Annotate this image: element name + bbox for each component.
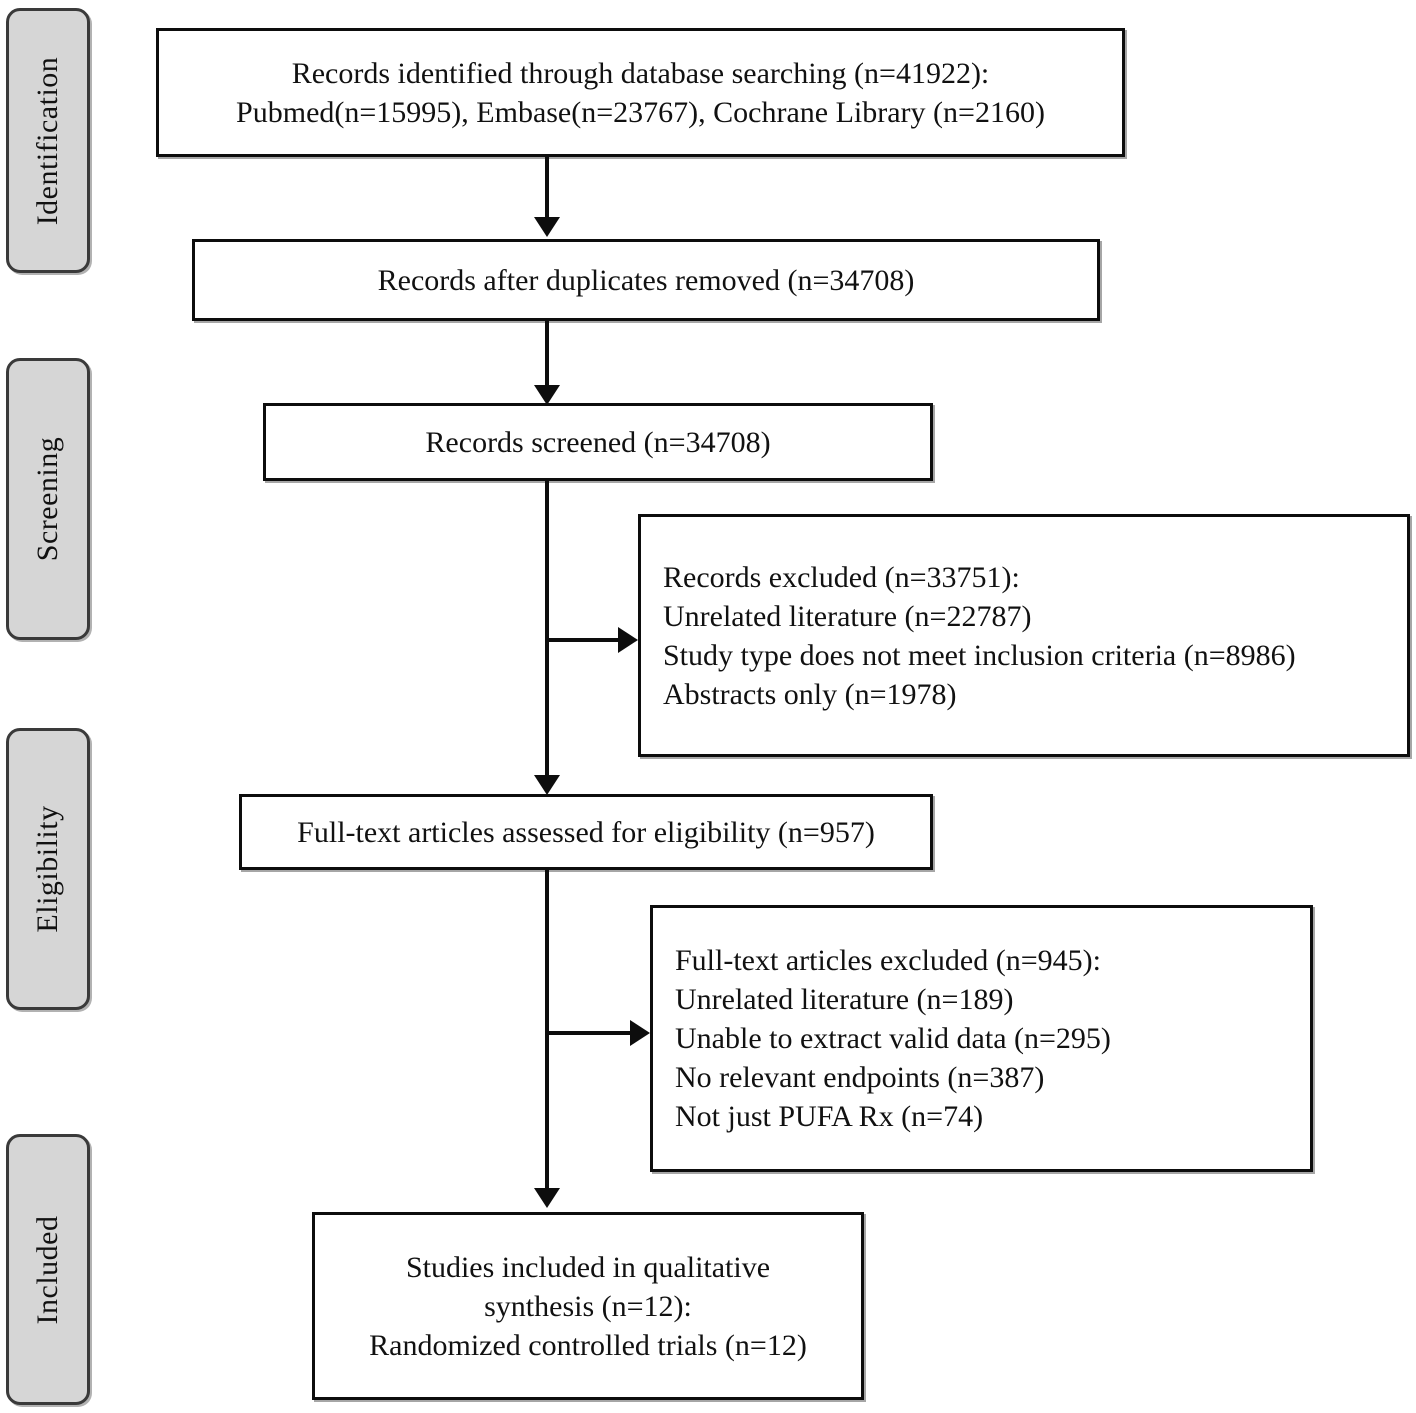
connector-duplicates-to-screened [545,321,549,389]
box-fulltext-excluded-line-1: Full-text articles excluded (n=945): [675,944,1101,977]
box-records-excluded-line-4: Abstracts only (n=1978) [663,677,957,711]
stage-tab-included-label: Included [31,1215,64,1324]
connector-fulltext-to-excluded [547,1031,634,1035]
box-records-screened-line-1: Records screened (n=34708) [425,425,771,459]
box-fulltext-assessed: Full-text articles assessed for eligibil… [239,794,933,870]
box-records-excluded-line-3: Study type does not meet inclusion crite… [663,638,1296,672]
stage-tab-screening: Screening [6,358,90,640]
arrowhead-screened-to-excluded [618,627,638,653]
stage-tab-screening-label: Screening [31,436,64,562]
box-records-excluded-line-2: Unrelated literature (n=22787) [663,599,1032,633]
arrowhead-fulltext-to-excluded [630,1020,650,1046]
arrowhead-fulltext-to-included [534,1188,560,1208]
stage-tab-eligibility-label: Eligibility [31,805,64,933]
box-records-identified-line-1: Records identified through database sear… [291,56,990,90]
connector-screened-to-excluded [547,638,622,642]
stage-tab-identification-label: Identification [31,56,64,225]
arrowhead-duplicates-to-screened [534,385,560,405]
box-fulltext-excluded-line-4: No relevant endpoints (n=387) [675,1061,1045,1094]
box-fulltext-excluded-line-5: Not just PUFA Rx (n=74) [675,1100,984,1133]
box-records-screened: Records screened (n=34708) [263,403,933,481]
box-studies-included-line-1: Studies included in qualitative [405,1250,771,1284]
box-records-excluded-line-1: Records excluded (n=33751): [663,560,1020,594]
arrowhead-identified-to-duplicates [534,217,560,237]
stage-tab-included: Included [6,1134,90,1405]
box-fulltext-excluded-line-2: Unrelated literature (n=189) [675,983,1014,1016]
box-records-excluded: Records excluded (n=33751): Unrelated li… [638,514,1410,757]
box-fulltext-excluded-line-3: Unable to extract valid data (n=295) [675,1022,1111,1055]
box-fulltext-assessed-line-1: Full-text articles assessed for eligibil… [297,815,875,849]
box-duplicates-removed-line-1: Records after duplicates removed (n=3470… [377,263,915,297]
box-studies-included: Studies included in qualitative synthesi… [312,1212,864,1400]
connector-identified-to-duplicates [545,157,549,221]
box-duplicates-removed: Records after duplicates removed (n=3470… [192,239,1100,321]
box-records-identified: Records identified through database sear… [156,28,1125,157]
box-studies-included-line-2: synthesis (n=12): [484,1289,692,1323]
connector-screened-to-fulltext [545,481,549,781]
box-studies-included-line-3: Randomized controlled trials (n=12) [369,1328,807,1362]
stage-tab-identification: Identification [6,8,90,273]
box-records-identified-line-2: Pubmed(n=15995), Embase(n=23767), Cochra… [236,95,1045,129]
arrowhead-screened-to-fulltext [534,775,560,795]
stage-tab-eligibility: Eligibility [6,728,90,1010]
box-fulltext-excluded: Full-text articles excluded (n=945): Unr… [650,905,1313,1172]
